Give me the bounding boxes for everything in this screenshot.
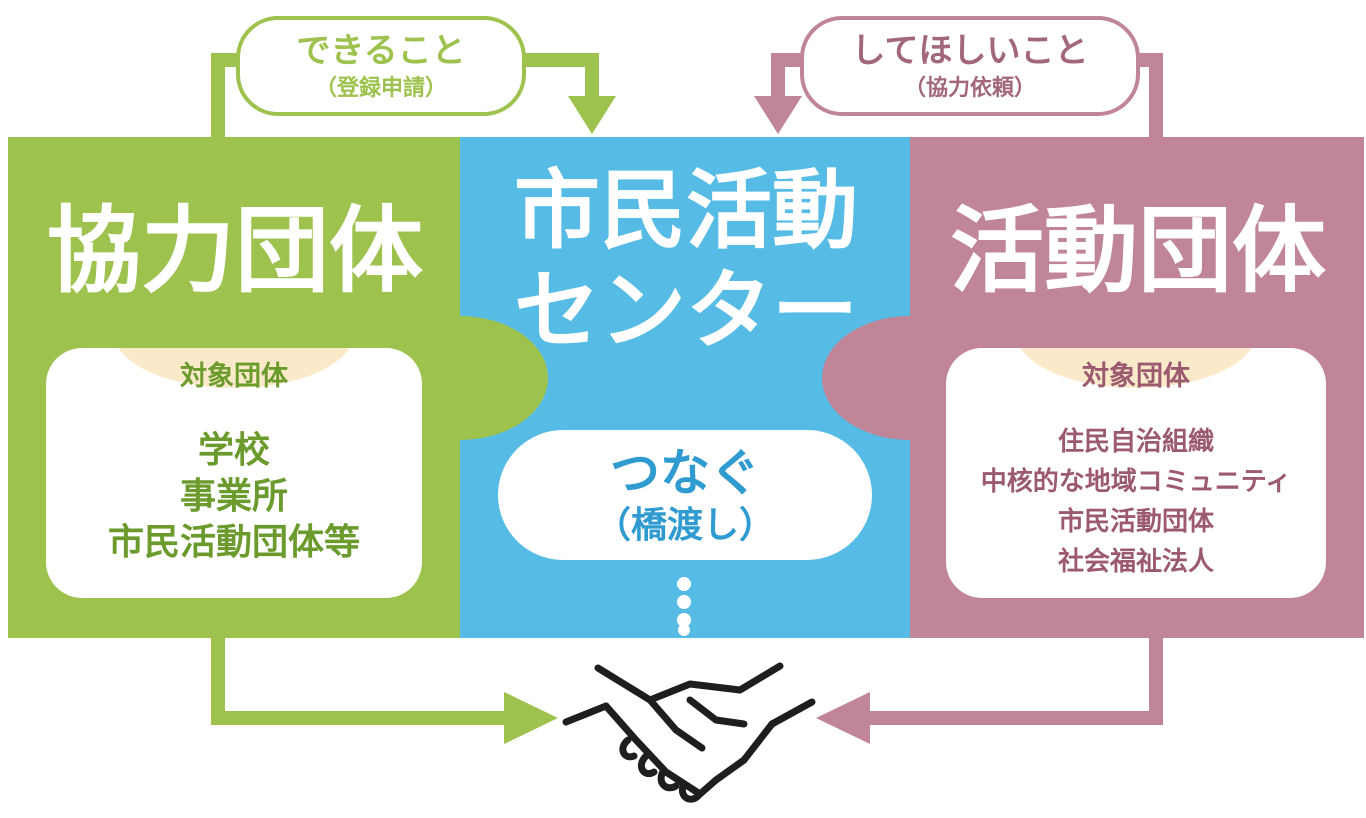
left-card-item: 事業所	[179, 476, 288, 517]
left-target-card: 対象団体 学校 事業所 市民活動団体等	[46, 348, 422, 598]
capability-sublabel: （登録申請）	[314, 76, 447, 101]
right-target-card: 対象団体 住民自治組織 中核的な地域コミュニティ 市民活動団体 社会福祉法人	[946, 348, 1326, 598]
left-card-list: 学校 事業所 市民活動団体等	[46, 428, 422, 566]
top-left-arrow-line	[211, 53, 244, 137]
request-sublabel: （協力依頼）	[903, 76, 1036, 101]
vertical-dots-icon	[677, 577, 691, 636]
right-card-list: 住民自治組織 中核的な地域コミュニティ 市民活動団体 社会福祉法人	[946, 422, 1326, 582]
capability-bubble: できること （登録申請）	[236, 16, 526, 116]
right-card-item: 社会福祉法人	[1057, 547, 1214, 577]
top-right-arrow-line	[1134, 53, 1163, 137]
bottom-right-arrow-head	[816, 692, 870, 744]
bottom-left-arrow-head	[504, 692, 558, 744]
right-card-tab-label: 対象団体	[1082, 361, 1190, 392]
top-left-arrow-line-b	[520, 53, 599, 100]
request-bubble: してほしいこと （協力依頼）	[800, 16, 1140, 116]
bottom-right-arrow-line	[866, 638, 1163, 725]
center-panel-title-line1: 市民活動	[514, 161, 858, 261]
request-label: してほしいこと	[851, 31, 1089, 71]
left-panel-title: 協力団体	[46, 197, 423, 306]
top-right-arrow-head	[754, 96, 802, 134]
left-card-item: 市民活動団体等	[107, 522, 360, 563]
capability-label: できること	[296, 31, 466, 71]
center-panel-title-line2: センター	[514, 261, 858, 361]
handshake-icon	[562, 662, 816, 803]
right-card-item: 住民自治組織	[1057, 427, 1214, 457]
bottom-left-arrow-line	[211, 638, 508, 725]
left-card-item: 学校	[197, 430, 270, 471]
right-card-item: 中核的な地域コミュニティ	[980, 467, 1292, 497]
center-role-label: つなぐ	[610, 444, 760, 502]
left-card-tab-label: 対象団体	[180, 361, 288, 392]
center-role-sublabel: （橋渡し）	[594, 505, 775, 546]
right-card-item: 市民活動団体	[1057, 507, 1214, 537]
center-role-card: つなぐ （橋渡し）	[498, 430, 872, 560]
top-left-arrow-head	[568, 96, 616, 134]
right-panel-title: 活動団体	[949, 197, 1326, 306]
